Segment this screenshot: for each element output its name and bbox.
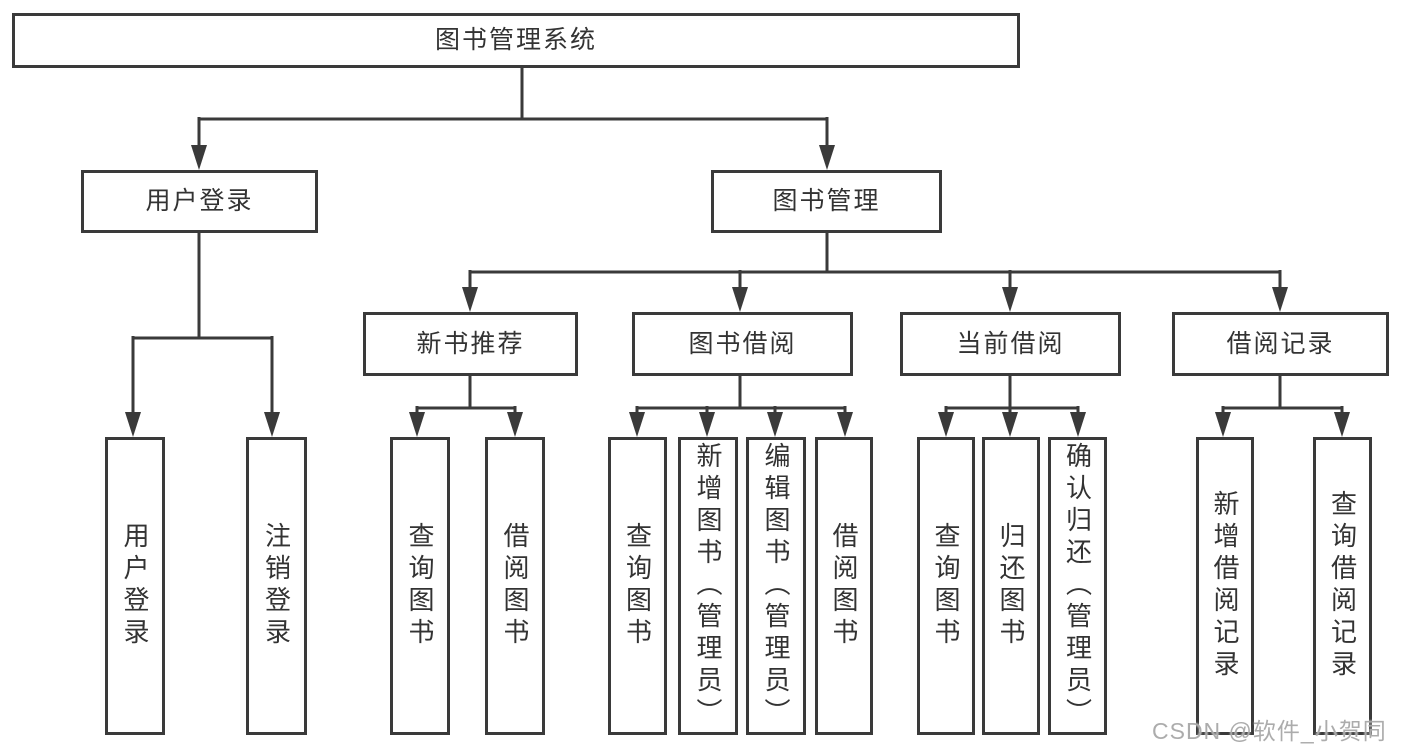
node-new-book-recommend: 新书推荐 <box>363 312 578 376</box>
leaf-current-return-books: 归还图书 <box>982 437 1040 735</box>
node-book-borrow: 图书借阅 <box>632 312 853 376</box>
leaf-borrow-query-books: 查询图书 <box>608 437 667 735</box>
leaf-borrow-borrow-books: 借阅图书 <box>815 437 873 735</box>
leaf-borrow-add-books-admin: 新增图书（管理员） <box>678 437 738 735</box>
watermark: CSDN @软件_小贺同学 <box>1152 718 1387 744</box>
node-borrow-records: 借阅记录 <box>1172 312 1389 376</box>
leaf-borrow-edit-books-admin: 编辑图书（管理员） <box>746 437 806 735</box>
leaf-records-query: 查询借阅记录 <box>1313 437 1372 735</box>
node-current-borrow: 当前借阅 <box>900 312 1121 376</box>
node-user-login: 用户登录 <box>81 170 318 233</box>
leaf-current-confirm-return-admin: 确认归还（管理员） <box>1048 437 1107 735</box>
leaf-newbook-borrow-books: 借阅图书 <box>485 437 545 735</box>
leaf-records-add: 新增借阅记录 <box>1196 437 1254 735</box>
leaf-newbook-query-books: 查询图书 <box>390 437 450 735</box>
node-library-system: 图书管理系统 <box>12 13 1020 68</box>
leaf-current-query-books: 查询图书 <box>917 437 975 735</box>
leaf-user-login: 用户登录 <box>105 437 165 735</box>
leaf-logout: 注销登录 <box>246 437 307 735</box>
node-book-management: 图书管理 <box>711 170 942 233</box>
